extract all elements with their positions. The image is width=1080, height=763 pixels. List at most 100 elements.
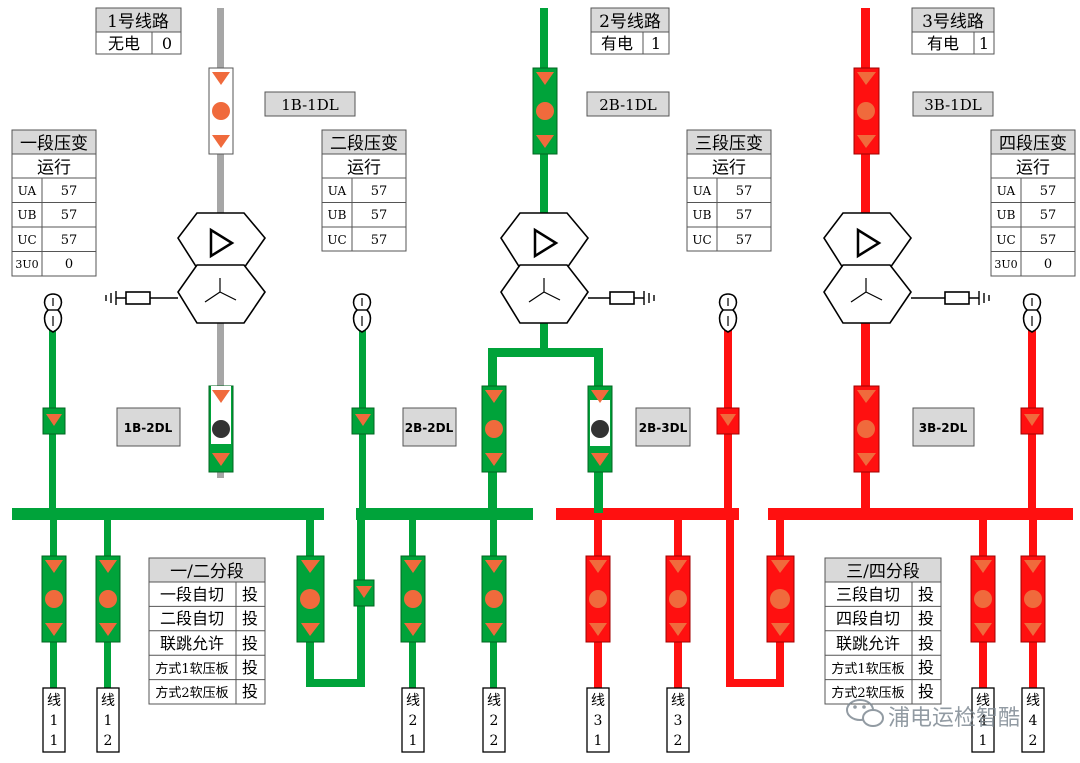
svg-text:3: 3 [594,713,603,729]
feeder-label-11[interactable]: 线 1 1 [42,687,66,753]
label-2b-1dl[interactable]: 2B-1DL [586,91,670,117]
svg-text:投: 投 [242,658,258,677]
line-box-3: 3号线路 有电 1 [911,7,995,55]
pt-disconnector-2-icon[interactable] [352,293,372,333]
breaker-feeder-12[interactable] [95,555,121,643]
svg-text:UA: UA [693,184,712,198]
svg-text:投: 投 [242,585,258,604]
svg-text:2B-2DL: 2B-2DL [405,421,454,435]
svg-text:方式1软压板: 方式1软压板 [155,661,228,677]
svg-text:UC: UC [692,233,711,247]
line2-split-bar [488,348,603,357]
feeder-label-32[interactable]: 线 3 2 [666,687,690,753]
transformer-2[interactable] [500,212,655,324]
line-name: 1号线路 [107,12,169,32]
breaker-section-1-2[interactable] [296,555,325,643]
bus-section-1 [12,508,324,520]
svg-text:UB: UB [328,208,347,222]
svg-text:投: 投 [918,658,934,677]
breaker-2b-1dl[interactable] [532,67,558,155]
svg-text:1: 1 [594,733,603,749]
bus-section-3 [556,508,739,520]
pt-switch-3[interactable] [716,407,740,435]
section-title: 一/二分段 [170,562,244,582]
label-2b-2dl[interactable]: 2B-2DL [402,407,457,447]
tie-switch-1-2[interactable] [353,579,375,607]
svg-text:1: 1 [50,733,59,749]
svg-text:方式2软压板: 方式2软压板 [155,685,228,701]
section-title: 三/四分段 [846,562,920,582]
svg-text:三段自切: 三段自切 [836,585,900,604]
svg-text:UC: UC [17,233,36,247]
line-value: 1 [979,34,989,53]
line-name: 3号线路 [922,12,984,32]
feeder-label-31[interactable]: 线 3 1 [586,687,610,753]
svg-text:2: 2 [104,733,113,749]
breaker-feeder-42[interactable] [1020,555,1046,643]
breaker-feeder-21[interactable] [400,555,426,643]
breaker-feeder-41[interactable] [970,555,996,643]
svg-text:投: 投 [242,634,258,653]
pt-switch-1[interactable] [42,407,66,435]
section-panel-1-2: 一/二分段 一段自切 投 二段自切 投 联跳允许 投 方式1软压板 投 方式2软… [148,557,266,705]
bus-section-2 [356,508,533,520]
label-3b-1dl[interactable]: 3B-1DL [912,91,994,117]
svg-text:57: 57 [1040,233,1057,248]
pt-disconnector-3-icon[interactable] [718,293,738,333]
svg-text:线: 线 [406,693,420,709]
transformer-1[interactable] [105,212,267,324]
svg-text:2B-1DL: 2B-1DL [599,96,656,114]
pt-disconnector-4-icon[interactable] [1022,293,1042,333]
breaker-feeder-32[interactable] [665,555,691,643]
feeder-label-41[interactable]: 线 4 1 [971,687,995,753]
label-1b-1dl[interactable]: 1B-1DL [264,91,356,117]
pt-disconnector-1-icon[interactable] [43,293,63,333]
svg-text:4: 4 [1029,713,1038,729]
pt-switch-4[interactable] [1020,407,1044,435]
breaker-feeder-31[interactable] [585,555,611,643]
svg-text:3B-2DL: 3B-2DL [919,421,968,435]
breaker-2b-3dl[interactable] [587,385,613,473]
breaker-1b-2dl[interactable] [208,385,234,473]
svg-text:线: 线 [47,693,61,709]
svg-text:UC: UC [327,233,346,247]
pt-status: 运行 [1016,158,1050,178]
breaker-feeder-22[interactable] [481,555,507,643]
transformer-3[interactable] [823,212,990,324]
label-3b-2dl[interactable]: 3B-2DL [912,407,975,447]
svg-text:UB: UB [693,208,712,222]
breaker-3b-2dl[interactable] [853,385,880,473]
label-2b-3dl[interactable]: 2B-3DL [635,407,691,447]
breaker-1b-1dl[interactable] [208,67,234,155]
feeder-label-22[interactable]: 线 2 2 [482,687,506,753]
svg-text:1: 1 [409,733,418,749]
breaker-feeder-11[interactable] [41,555,67,643]
watermark: 浦电运检智酷 [846,699,1020,731]
svg-text:UC: UC [996,233,1015,247]
svg-text:0: 0 [1044,257,1052,272]
svg-text:57: 57 [1040,184,1057,199]
pt-switch-2[interactable] [351,407,375,435]
svg-text:线: 线 [591,693,605,709]
svg-text:UA: UA [997,184,1016,198]
breaker-section-3-4[interactable] [766,555,795,643]
breaker-2b-2dl[interactable] [481,385,507,473]
section-panel-3-4: 三/四分段 三段自切 投 四段自切 投 联跳允许 投 方式1软压板 投 方式2软… [824,557,942,705]
svg-text:联跳允许: 联跳允许 [160,634,224,653]
feeder-label-42[interactable]: 线 4 2 [1021,687,1045,753]
line-box-1: 1号线路 无电 0 [95,7,182,55]
svg-text:线: 线 [1026,693,1040,709]
line-status: 无电 [108,34,140,53]
breaker-3b-1dl[interactable] [853,67,880,155]
pt-panel-2: 二段压变 运行 UA 57 UB 57 UC 57 [321,129,407,252]
label-1b-2dl[interactable]: 1B-2DL [116,407,181,447]
svg-text:UA: UA [328,184,347,198]
svg-text:0: 0 [65,257,73,272]
svg-text:UB: UB [997,208,1016,222]
feeder-label-21[interactable]: 线 2 1 [401,687,425,753]
feeder-label-12[interactable]: 线 1 2 [96,687,120,753]
svg-text:投: 投 [918,634,934,653]
svg-text:二段自切: 二段自切 [160,609,224,628]
svg-text:方式2软压板: 方式2软压板 [831,685,904,701]
svg-text:UB: UB [18,208,37,222]
